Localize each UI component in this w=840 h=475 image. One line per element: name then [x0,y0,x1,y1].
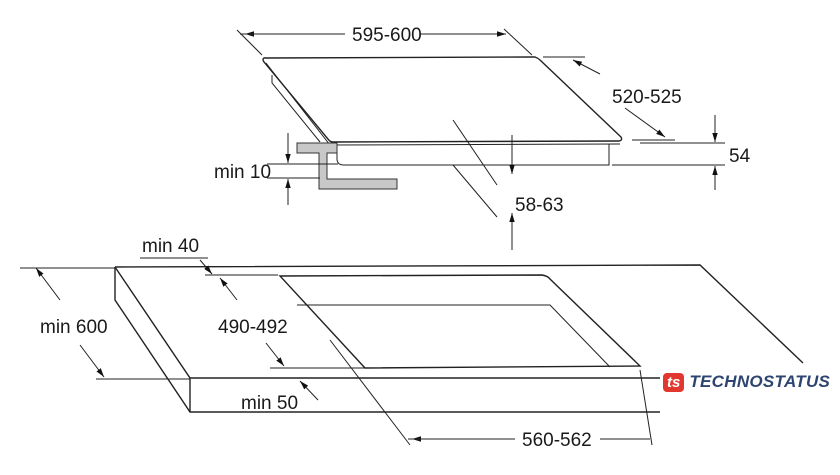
dim-cutout-depth: 490-492 [218,277,365,369]
logo-mark: ts [663,372,685,392]
label-hob-height: 54 [729,146,751,167]
dim-bracket-gap: min 10 [214,133,338,205]
dim-rear-clearance: min 40 [140,236,278,276]
label-bracket-gap: min 10 [214,162,271,183]
dim-hob-width: 595-600 [236,25,533,56]
dim-hob-height: 54 [612,115,751,190]
hob [262,56,623,166]
hob-body [271,75,610,166]
label-insert-depth: 58-63 [515,195,564,216]
label-worktop-depth: min 600 [40,317,108,338]
technostatus-watermark: ts TECHNOSTATUS [663,372,830,392]
label-rear-clearance: min 40 [142,236,199,257]
mounting-bracket [296,142,398,190]
hob-glass-edge [265,62,621,146]
hob-top-surface [262,56,623,143]
label-hob-width: 595-600 [352,25,422,46]
label-cutout-depth: 490-492 [218,317,288,338]
label-cutout-width: 560-562 [522,430,592,451]
label-hob-depth: 520-525 [612,87,682,108]
worktop-cutout [278,274,642,369]
dim-hob-depth: 520-525 [543,56,682,141]
dim-insert-depth: 58-63 [452,119,564,250]
logo-text: TECHNOSTATUS [689,372,831,391]
dim-cutout-width: 560-562 [329,339,653,451]
worktop [114,264,804,413]
label-front-clearance: min 50 [241,393,298,414]
dim-front-clearance: min 50 [241,380,319,414]
dim-worktop-depth: min 600 [20,267,190,380]
